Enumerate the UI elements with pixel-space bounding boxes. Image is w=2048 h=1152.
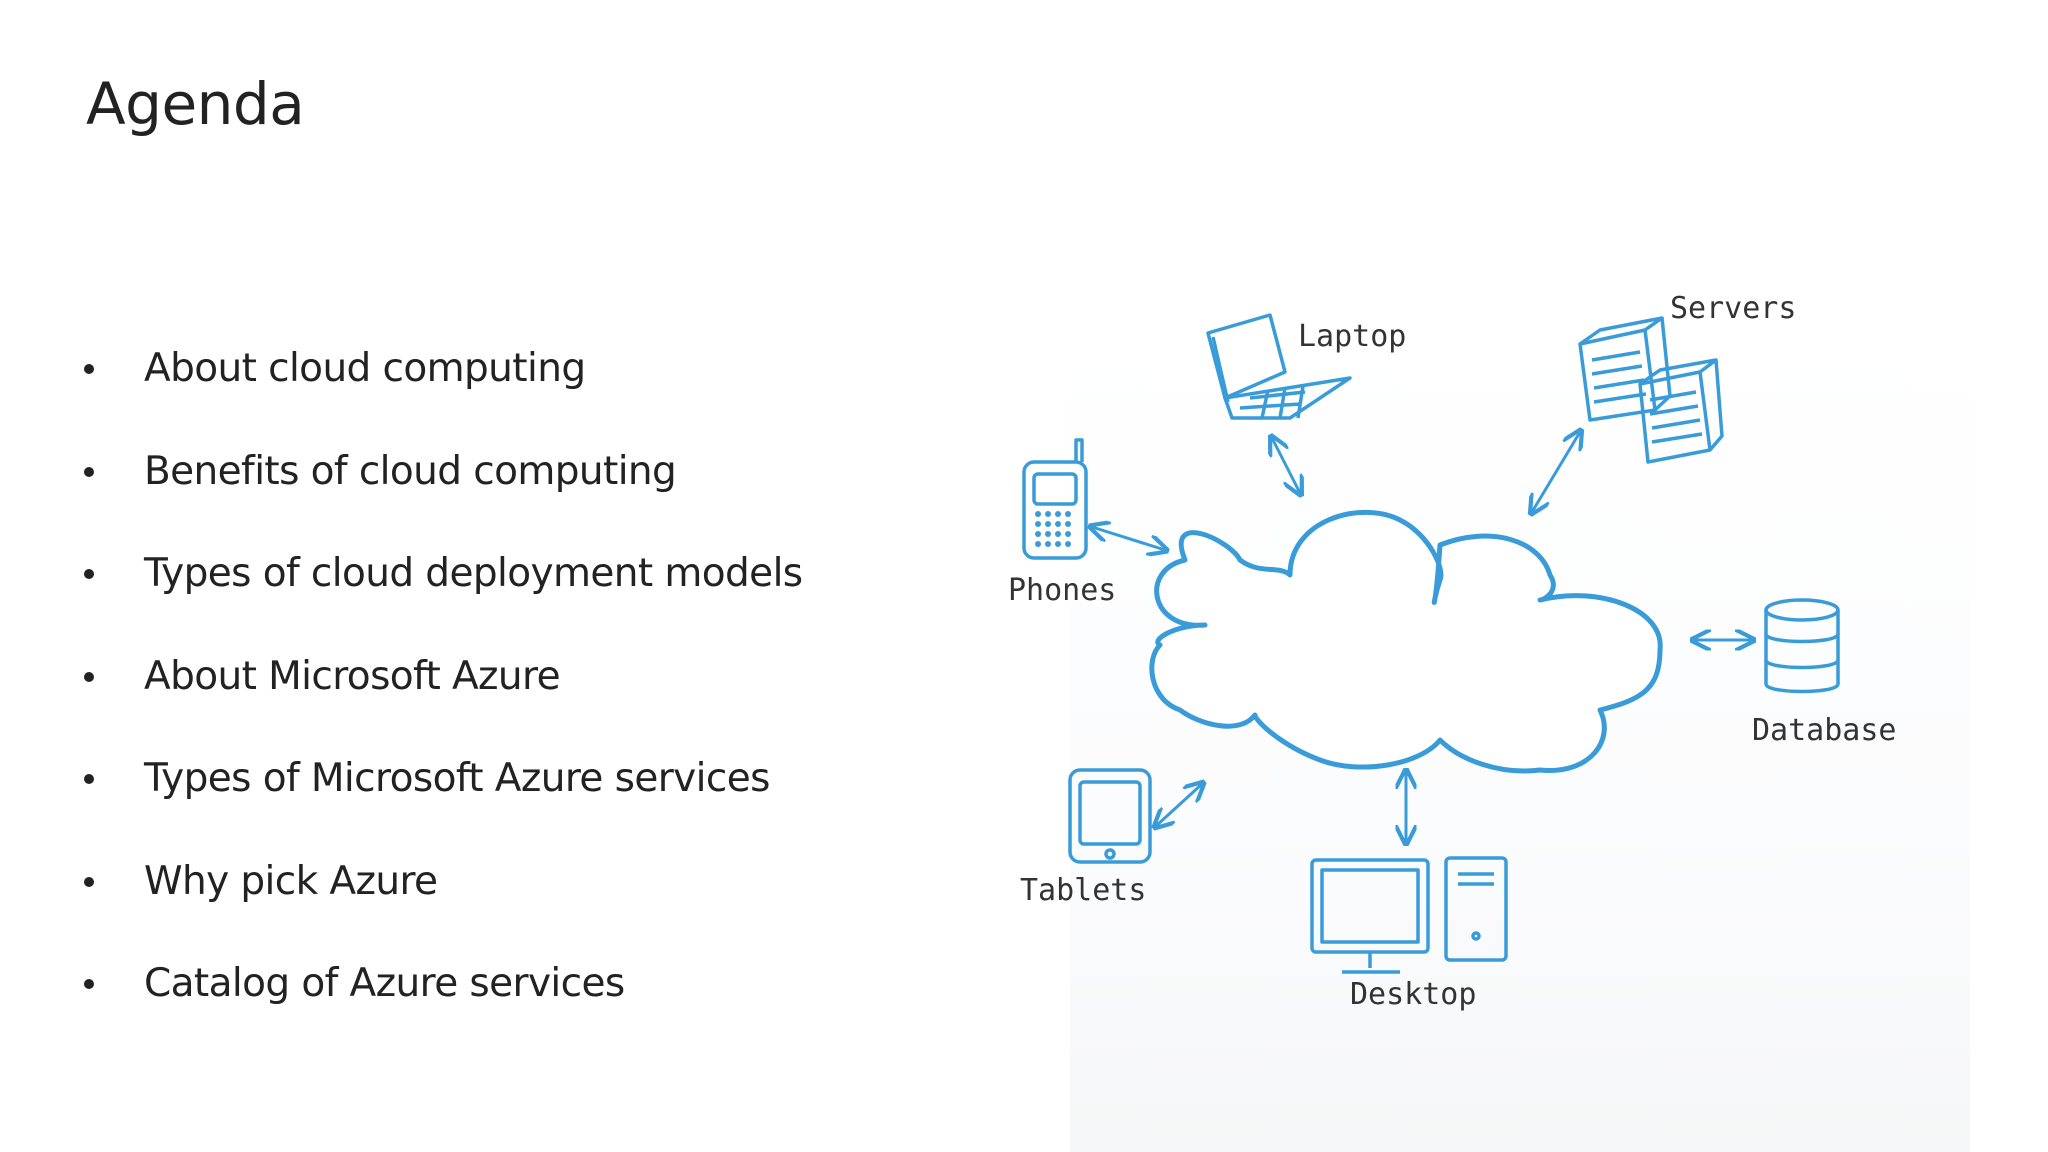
servers-label: Servers xyxy=(1670,291,1796,326)
connection-arrows xyxy=(1092,432,1752,842)
page-title: Agenda xyxy=(86,70,305,138)
servers-arrow xyxy=(1532,432,1580,512)
phones-label: Phones xyxy=(1008,573,1116,608)
bullet-icon xyxy=(84,671,94,682)
tablets-arrow xyxy=(1156,784,1202,826)
bullet-icon xyxy=(84,466,94,477)
laptop-label: Laptop xyxy=(1298,319,1406,354)
tablet-icon xyxy=(1068,768,1152,864)
tablets-label: Tablets xyxy=(1020,873,1146,908)
phone-icon xyxy=(1022,438,1088,560)
servers-icon xyxy=(1578,316,1724,464)
cloud-icon xyxy=(1149,510,1663,774)
phones-arrow xyxy=(1092,527,1165,550)
desktop-icon xyxy=(1310,856,1508,974)
bullet-icon xyxy=(84,774,94,784)
bullet-icon xyxy=(84,569,94,579)
database-label: Database xyxy=(1752,713,1897,748)
desktop-label: Desktop xyxy=(1350,977,1476,1012)
bullet-icon xyxy=(84,979,94,989)
database-icon xyxy=(1764,598,1840,694)
laptop-icon xyxy=(1206,313,1352,420)
bullet-icon xyxy=(84,364,94,374)
laptop-arrow xyxy=(1272,438,1300,493)
bullet-icon xyxy=(84,876,94,887)
